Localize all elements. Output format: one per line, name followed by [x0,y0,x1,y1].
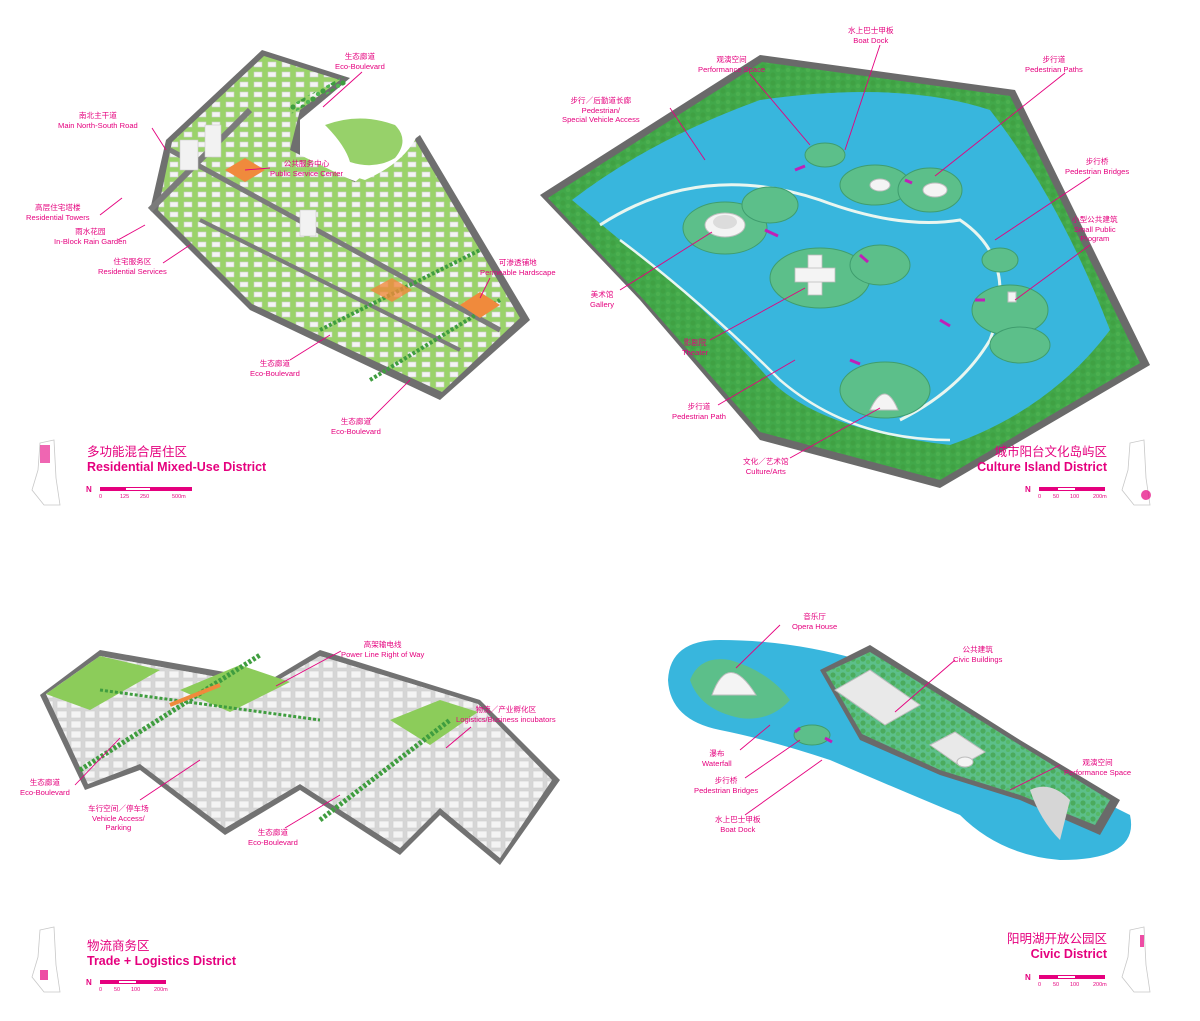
residential-map [147,50,530,400]
culture-title: 城市阳台文化岛屿区 Culture Island District [977,445,1107,474]
trade-title: 物流商务区 Trade + Logistics District [87,939,237,968]
culture-map [540,55,1150,488]
key-maps [31,439,1151,993]
civic-scale-bar: N 0 50 100 200m [1025,973,1107,988]
civic-title: 阳明湖开放公园区 Civic District [1006,932,1107,961]
residential-scale-bar: N 0 125 250 500m [86,485,196,505]
trade-scale-bar: N 0 50 100 200m [86,978,168,993]
civic-map [668,640,1132,860]
culture-scale-bar: N 0 50 100 200m [1025,485,1107,500]
trade-map [40,650,560,865]
leader-lines [74,44,1091,829]
residential-title: 多功能混合居住区 Residential Mixed-Use District [87,445,267,474]
